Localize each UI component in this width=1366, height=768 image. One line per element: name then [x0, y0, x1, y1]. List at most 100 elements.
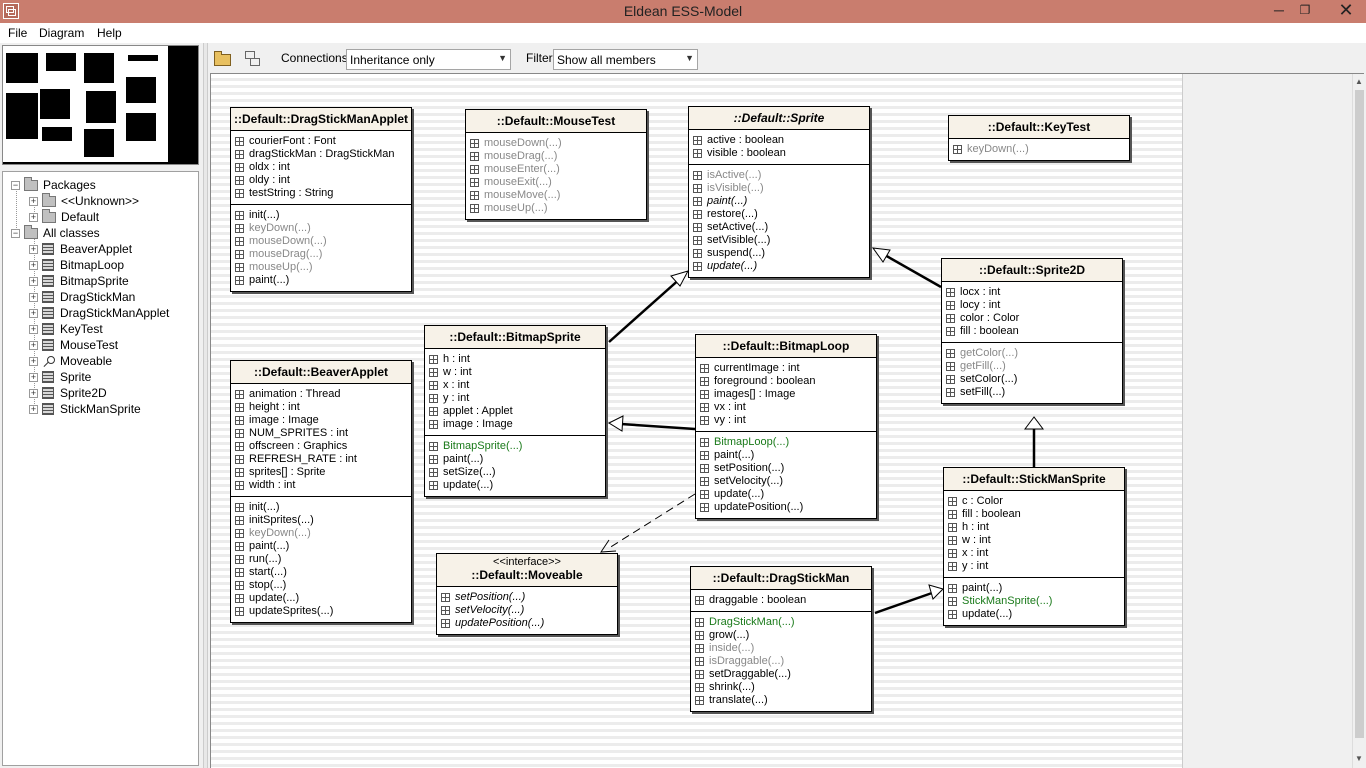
operation-row[interactable]: setDraggable(...)	[695, 668, 867, 681]
expand-icon[interactable]: +	[29, 371, 38, 382]
expand-icon[interactable]: +	[29, 403, 38, 414]
expand-icon[interactable]: +	[29, 307, 38, 318]
scroll-down-icon[interactable]: ▼	[1355, 754, 1363, 763]
expand-icon[interactable]: +	[29, 275, 38, 286]
operation-row[interactable]: init(...)	[235, 209, 407, 222]
attribute-row[interactable]: testString : String	[235, 187, 407, 200]
expand-icon[interactable]: +	[29, 243, 38, 254]
expand-icon[interactable]: +	[29, 323, 38, 334]
interface-box-moveable[interactable]: <<interface>> ::Default::Moveable setPos…	[436, 553, 618, 635]
tree-class-item[interactable]: +BitmapLoop	[29, 257, 124, 273]
class-box-mousetest[interactable]: ::Default::MouseTest mouseDown(...)mouse…	[465, 109, 647, 220]
operation-row[interactable]: mouseUp(...)	[470, 202, 642, 215]
operation-row[interactable]: update(...)	[429, 479, 601, 492]
open-folder-icon[interactable]	[213, 50, 231, 66]
operation-row[interactable]: inside(...)	[695, 642, 867, 655]
operation-row[interactable]: restore(...)	[693, 208, 865, 221]
tree-class-item[interactable]: +DragStickMan	[29, 289, 135, 305]
maximize-button[interactable]: ❐	[1299, 3, 1311, 17]
operation-row[interactable]: setPosition(...)	[441, 591, 613, 604]
operation-row[interactable]: paint(...)	[700, 449, 872, 462]
attribute-row[interactable]: locx : int	[946, 286, 1118, 299]
menu-diagram[interactable]: Diagram	[39, 26, 85, 40]
attribute-row[interactable]: visible : boolean	[693, 147, 865, 160]
operation-row[interactable]: mouseDrag(...)	[235, 248, 407, 261]
operation-row[interactable]: mouseDown(...)	[235, 235, 407, 248]
operation-row[interactable]: update(...)	[235, 592, 407, 605]
attribute-row[interactable]: h : int	[429, 353, 601, 366]
export-icon[interactable]	[244, 50, 262, 66]
attribute-row[interactable]: offscreen : Graphics	[235, 440, 407, 453]
tree-packages[interactable]: − Packages	[11, 176, 96, 193]
attribute-row[interactable]: y : int	[429, 392, 601, 405]
operation-row[interactable]: setVelocity(...)	[441, 604, 613, 617]
operation-row[interactable]: mouseEnter(...)	[470, 163, 642, 176]
expand-icon[interactable]: +	[29, 259, 38, 270]
attribute-row[interactable]: courierFont : Font	[235, 135, 407, 148]
tree-class-item[interactable]: +StickManSprite	[29, 401, 141, 417]
tree-class-item[interactable]: +Sprite2D	[29, 385, 107, 401]
attribute-row[interactable]: x : int	[948, 547, 1120, 560]
tree-class-item[interactable]: +DragStickManApplet	[29, 305, 169, 321]
attribute-row[interactable]: h : int	[948, 521, 1120, 534]
attribute-row[interactable]: animation : Thread	[235, 388, 407, 401]
expand-icon[interactable]: +	[29, 291, 38, 302]
attribute-row[interactable]: oldy : int	[235, 174, 407, 187]
panel-splitter[interactable]	[203, 43, 208, 768]
attribute-row[interactable]: REFRESH_RATE : int	[235, 453, 407, 466]
attribute-row[interactable]: color : Color	[946, 312, 1118, 325]
diagram-canvas[interactable]: ▲ ▼ ::Default::DragStickManApplet courie…	[210, 73, 1364, 768]
menu-help[interactable]: Help	[97, 26, 122, 40]
connections-select[interactable]: Inheritance only ▼	[346, 49, 511, 70]
app-icon[interactable]	[3, 3, 19, 19]
attribute-row[interactable]: w : int	[429, 366, 601, 379]
tree-class-item[interactable]: +Sprite	[29, 369, 91, 385]
operation-row[interactable]: update(...)	[693, 260, 865, 273]
operation-row[interactable]: setPosition(...)	[700, 462, 872, 475]
attribute-row[interactable]: c : Color	[948, 495, 1120, 508]
expand-icon[interactable]: +	[29, 355, 38, 366]
operation-row[interactable]: paint(...)	[235, 274, 407, 287]
attribute-row[interactable]: oldx : int	[235, 161, 407, 174]
tree-class-item[interactable]: +BeaverApplet	[29, 241, 132, 257]
collapse-icon[interactable]: −	[11, 179, 20, 190]
attribute-row[interactable]: image : Image	[235, 414, 407, 427]
operation-row[interactable]: mouseUp(...)	[235, 261, 407, 274]
attribute-row[interactable]: active : boolean	[693, 134, 865, 147]
operation-row[interactable]: keyDown(...)	[235, 222, 407, 235]
tree-package-default[interactable]: + Default	[29, 208, 99, 225]
operation-row[interactable]: setFill(...)	[946, 386, 1118, 399]
attribute-row[interactable]: images[] : Image	[700, 388, 872, 401]
tree-package-unknown[interactable]: + <<Unknown>>	[29, 192, 139, 209]
overview-viewport[interactable]	[3, 46, 168, 162]
operation-row[interactable]: grow(...)	[695, 629, 867, 642]
class-box-dragstickman[interactable]: ::Default::DragStickMan draggable : bool…	[690, 566, 872, 712]
attribute-row[interactable]: vy : int	[700, 414, 872, 427]
expand-icon[interactable]: +	[29, 339, 38, 350]
operation-row[interactable]: setSize(...)	[429, 466, 601, 479]
operation-row[interactable]: stop(...)	[235, 579, 407, 592]
operation-row[interactable]: isVisible(...)	[693, 182, 865, 195]
operation-row[interactable]: BitmapLoop(...)	[700, 436, 872, 449]
attribute-row[interactable]: width : int	[235, 479, 407, 492]
operation-row[interactable]: updateSprites(...)	[235, 605, 407, 618]
operation-row[interactable]: mouseExit(...)	[470, 176, 642, 189]
operation-row[interactable]: keyDown(...)	[235, 527, 407, 540]
operation-row[interactable]: getFill(...)	[946, 360, 1118, 373]
operation-row[interactable]: setVelocity(...)	[700, 475, 872, 488]
class-box-keytest[interactable]: ::Default::KeyTest keyDown(...)	[948, 115, 1130, 161]
class-box-dragstickmanapplet[interactable]: ::Default::DragStickManApplet courierFon…	[230, 107, 412, 292]
vertical-scrollbar[interactable]: ▲ ▼	[1352, 74, 1364, 768]
class-tree[interactable]: − Packages + <<Unknown>> + Default − All…	[2, 171, 199, 766]
attribute-row[interactable]: currentImage : int	[700, 362, 872, 375]
minimize-button[interactable]: ─	[1274, 2, 1284, 18]
attribute-row[interactable]: fill : boolean	[948, 508, 1120, 521]
attribute-row[interactable]: height : int	[235, 401, 407, 414]
expand-icon[interactable]: +	[29, 211, 38, 222]
close-button[interactable]: ✕	[1338, 0, 1354, 20]
operation-row[interactable]: shrink(...)	[695, 681, 867, 694]
attribute-row[interactable]: NUM_SPRITES : int	[235, 427, 407, 440]
